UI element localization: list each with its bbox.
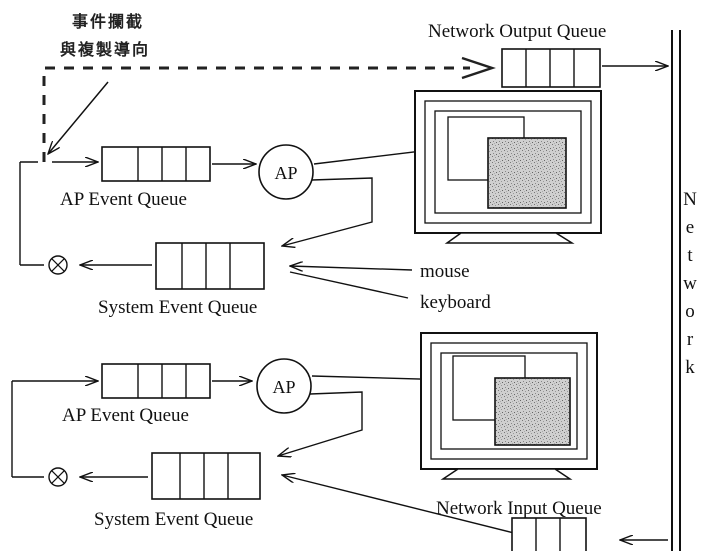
ap-to-system-queue-top [282,177,373,246]
system-event-queue-bottom-label: System Event Queue [94,509,254,530]
system-event-queue-top-label: System Event Queue [98,297,258,318]
network-input-queue-label: Network Input Queue [436,498,602,519]
network-input-queue [511,517,587,551]
network-letter: r [686,329,694,350]
network-output-queue [501,48,601,88]
network-letter: N [683,189,697,210]
network-letter: t [687,245,693,266]
annotation-line-1: 事件攔截 [72,12,145,31]
interception-dashed-path [42,56,496,162]
network-vertical-label: N e t w o r k [679,186,701,382]
keyboard-to-system-queue-arrow [289,271,409,299]
ap-event-queue-bottom-label: AP Event Queue [62,405,189,426]
ap-node-bottom: AP [256,358,312,414]
ap-event-queue-top [101,146,211,182]
network-output-queue-label: Network Output Queue [428,21,607,42]
ap-event-queue-top-label: AP Event Queue [60,189,187,210]
system-event-queue-bottom [151,452,261,500]
network-letter: k [685,357,695,378]
network-letter: o [685,301,695,322]
ap-event-queue-bottom [101,363,211,399]
network-bus [671,30,681,551]
ap-node-top: AP [258,144,314,200]
annotation-line-2: 與複製導向 [60,40,151,59]
network-letter: e [685,217,695,238]
annotation-pointer [48,81,109,154]
input-queue-to-system-queue-arrow [282,475,519,535]
dispatch-node-bottom [48,467,68,487]
ap-node-top-label: AP [274,163,297,183]
dispatch-node-top [48,255,68,275]
ap-to-system-queue-bottom [278,391,363,456]
keyboard-label: keyboard [420,292,491,313]
monitor-top [414,90,602,244]
monitor-bottom [420,332,598,480]
system-event-queue-top [155,242,265,290]
network-letter: w [683,273,697,294]
mouse-to-system-queue-arrow [290,266,413,270]
ap-node-bottom-label: AP [272,377,295,397]
mouse-label: mouse [420,261,470,282]
